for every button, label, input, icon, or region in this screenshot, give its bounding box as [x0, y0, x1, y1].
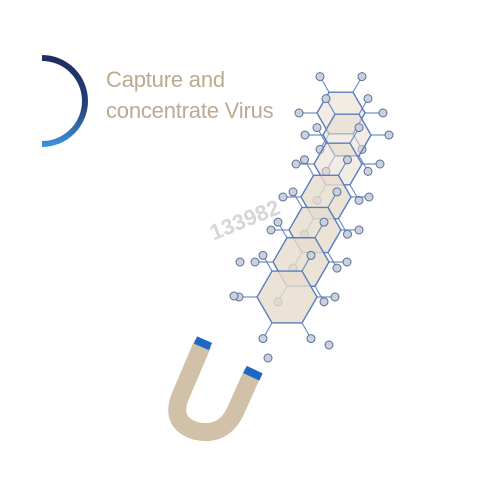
- virus-molecule-icon: [229, 72, 394, 363]
- atom-node: [250, 257, 260, 267]
- atom-node: [312, 123, 322, 133]
- atom-node: [363, 94, 373, 104]
- atom-node: [324, 340, 334, 350]
- progress-arc-icon: [41, 55, 88, 147]
- atom-node: [273, 217, 283, 227]
- atom-node: [315, 72, 325, 82]
- atom-node: [258, 250, 268, 260]
- atom-node: [229, 291, 239, 301]
- atom-node: [354, 225, 364, 235]
- atom-node: [332, 263, 342, 273]
- hexagon-ring: [313, 142, 363, 186]
- atom-node: [332, 187, 342, 197]
- atom-node: [364, 192, 374, 202]
- atom-node: [258, 334, 268, 344]
- heading-line-1: Capture and: [106, 67, 225, 92]
- atom-node: [319, 297, 329, 307]
- atom-node: [384, 130, 394, 140]
- atom-node: [363, 166, 373, 176]
- atom-node: [266, 225, 276, 235]
- slide-heading: Capture and concentrate Virus: [106, 64, 336, 126]
- atom-node: [375, 159, 385, 169]
- magnet-tip-left: [193, 336, 213, 351]
- atom-node: [291, 159, 301, 169]
- atom-node: [306, 250, 316, 260]
- atom-node: [330, 292, 340, 302]
- atom-node: [321, 94, 331, 104]
- magnet-body: [168, 339, 262, 441]
- magnet-tip-right: [243, 365, 263, 381]
- atom-node: [378, 108, 388, 118]
- atom-node: [354, 123, 364, 133]
- atom-node: [263, 353, 273, 363]
- atom-node: [306, 334, 316, 344]
- hexagon-ring: [256, 270, 318, 324]
- atom-node: [357, 72, 367, 82]
- atom-node: [319, 217, 329, 227]
- atom-node: [343, 155, 352, 165]
- atom-node: [354, 195, 364, 205]
- atom-node: [343, 229, 352, 239]
- atom-node: [288, 187, 298, 197]
- atom-node: [300, 130, 310, 140]
- atom-node: [300, 155, 309, 165]
- atom-node: [294, 108, 304, 118]
- atom-node: [278, 192, 288, 202]
- heading-line-2: concentrate Virus: [106, 98, 274, 123]
- magnet-icon: [168, 336, 263, 441]
- atom-node: [235, 257, 245, 267]
- atom-node: [342, 257, 352, 267]
